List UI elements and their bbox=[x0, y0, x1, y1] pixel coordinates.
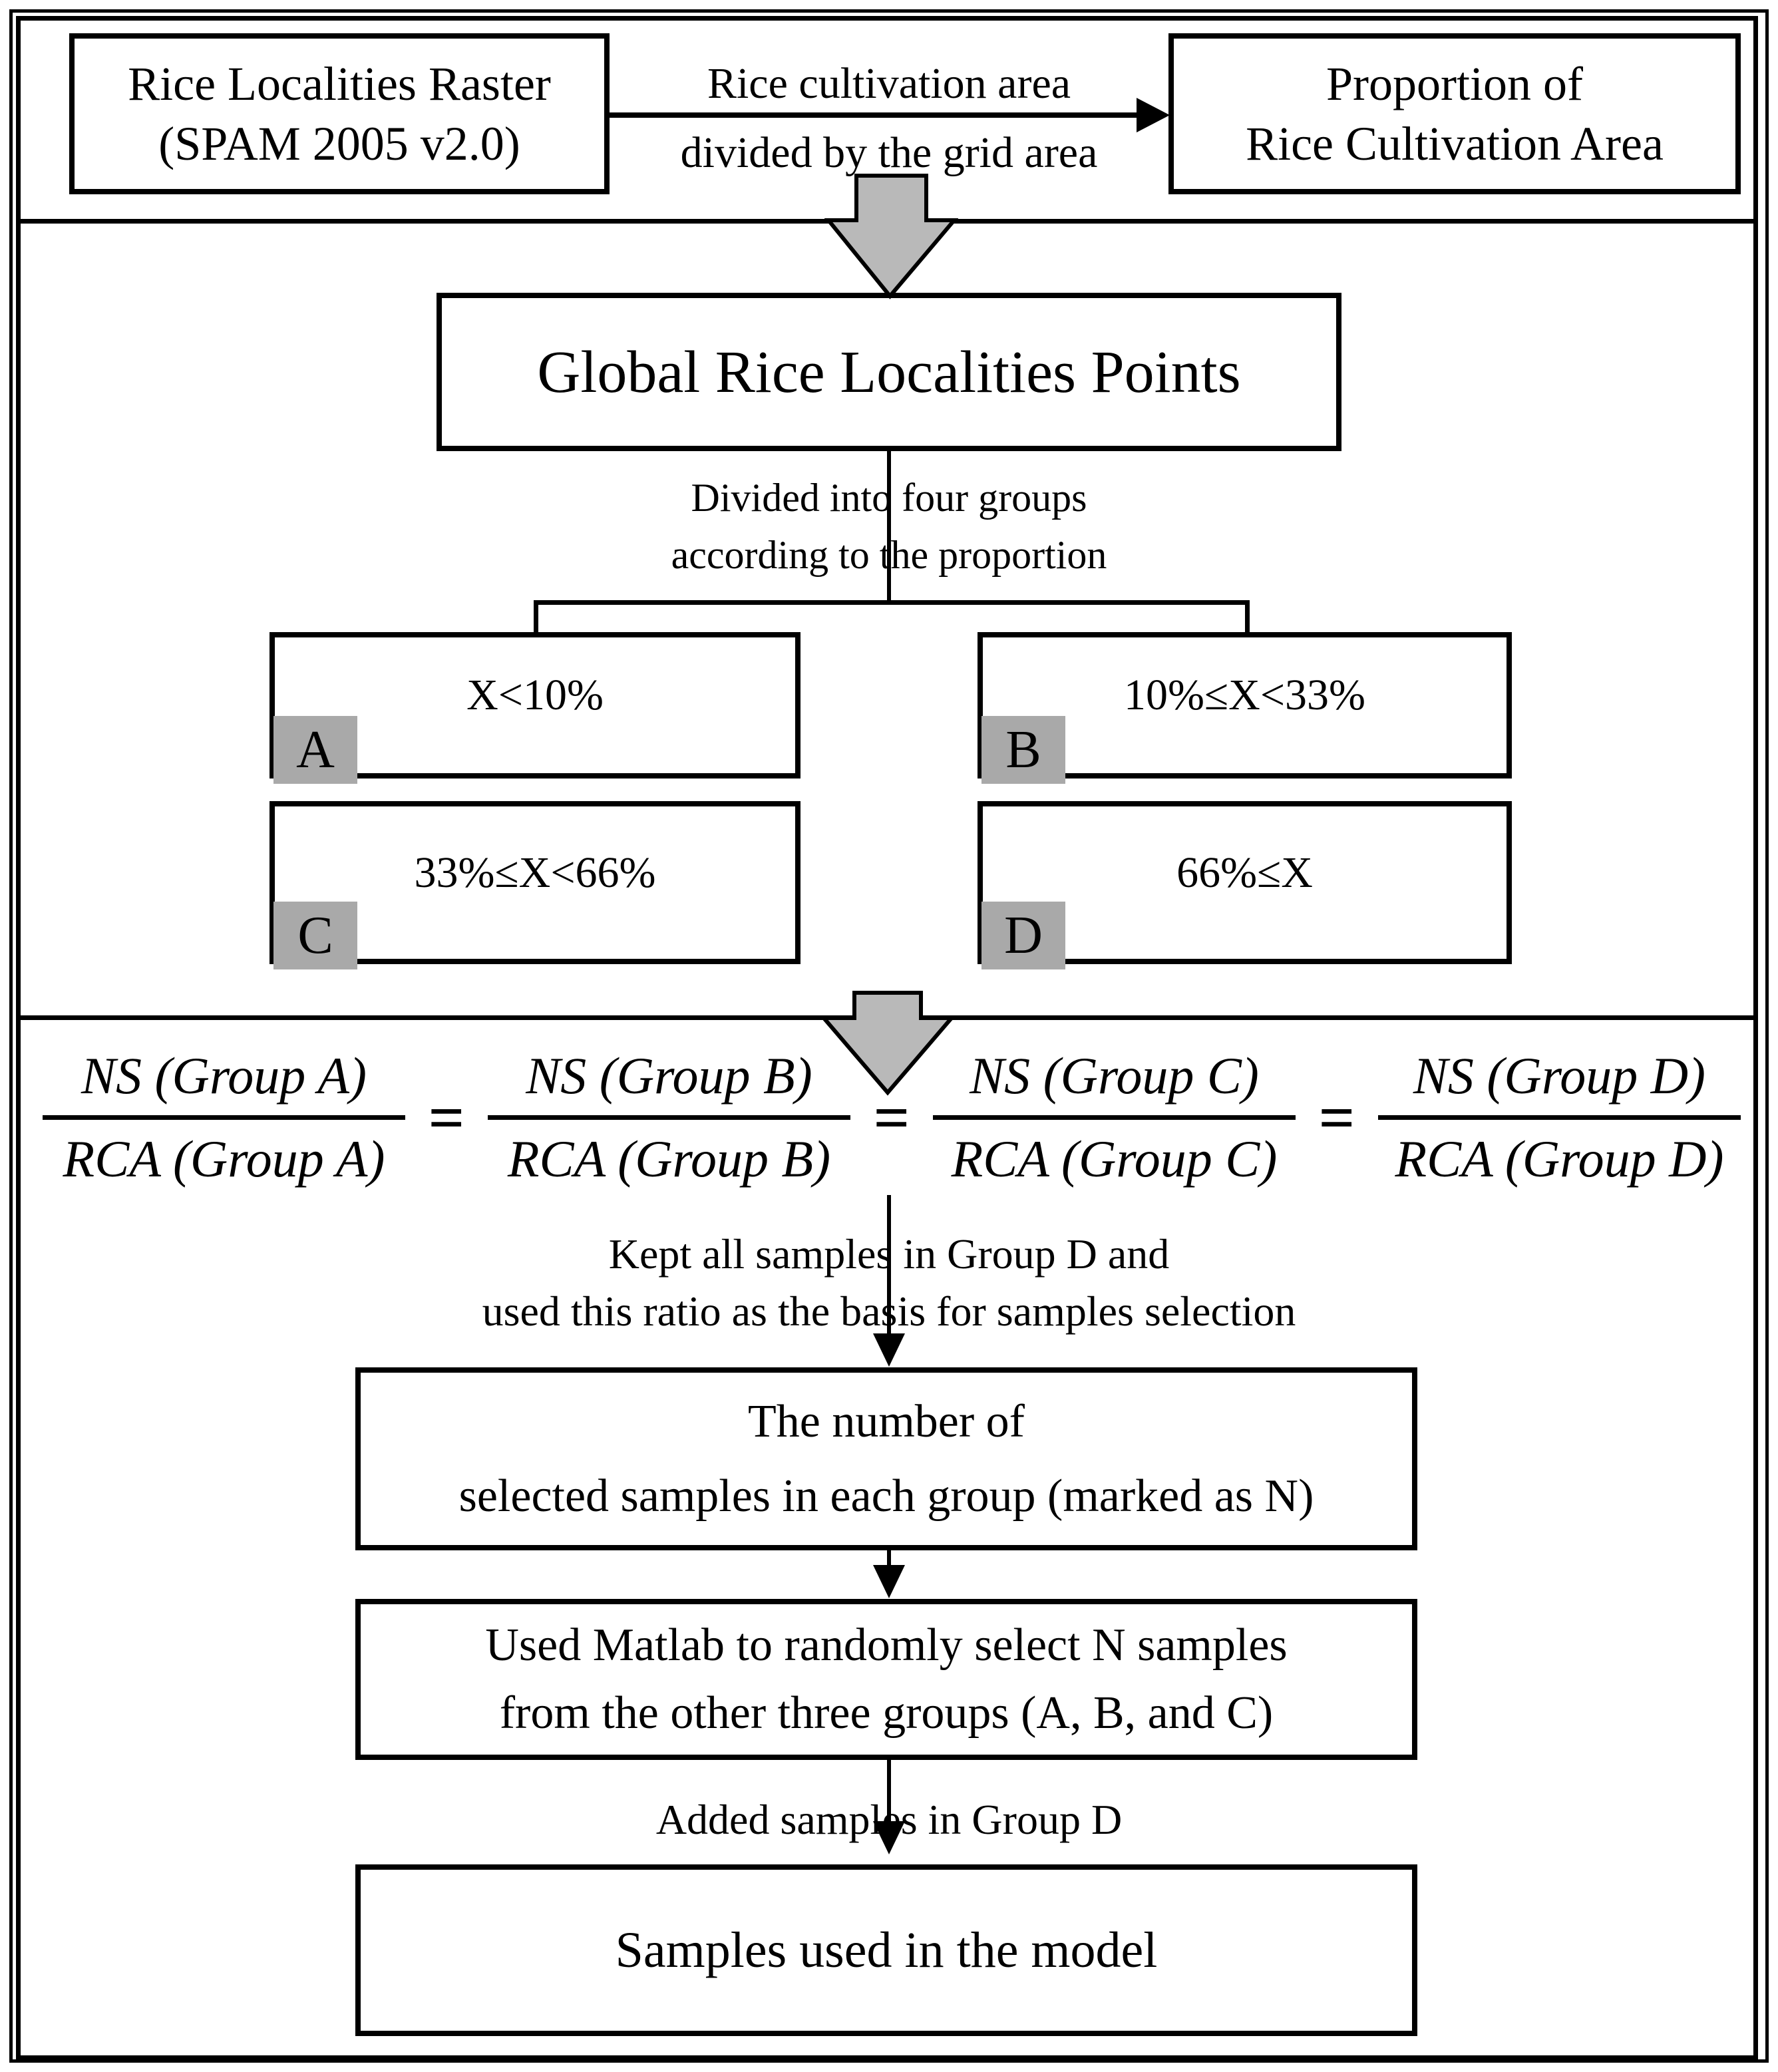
group-tag-d: D bbox=[981, 902, 1065, 969]
samples-box: Samples used in the model bbox=[355, 1864, 1417, 2036]
group-box-b: 10%≤X<33% B bbox=[978, 632, 1512, 784]
group-tag-a: A bbox=[273, 716, 357, 784]
global-box: Global Rice Localities Points bbox=[437, 293, 1341, 451]
group-condition-b: 10%≤X<33% bbox=[1123, 671, 1366, 719]
equals-sign: = bbox=[1318, 1081, 1355, 1153]
group-tag-c: C bbox=[273, 902, 357, 969]
group-box-c: 33%≤X<66% C bbox=[269, 801, 800, 969]
equals-sign: = bbox=[428, 1081, 465, 1153]
divided-label-line2: according to the proportion bbox=[671, 533, 1107, 577]
matlab-box: Used Matlab to randomly select N samples… bbox=[355, 1599, 1417, 1760]
proportion-box: Proportion of Rice Cultivation Area bbox=[1168, 33, 1741, 194]
ratio-equation: NS (Group A) RCA (Group A) = NS (Group B… bbox=[43, 1042, 1741, 1193]
branch-stub-left bbox=[534, 600, 538, 635]
fraction-group-d: NS (Group D) RCA (Group D) bbox=[1377, 1042, 1741, 1193]
flow-connector-vertical bbox=[887, 1550, 891, 1569]
matlab-box-line2: from the other three groups (A, B, and C… bbox=[499, 1687, 1274, 1739]
group-condition-a: X<10% bbox=[466, 671, 604, 719]
fraction-group-b: NS (Group B) RCA (Group B) bbox=[487, 1042, 850, 1193]
fraction-bar bbox=[43, 1115, 405, 1120]
arrow-label-bottom: divided by the grid area bbox=[680, 128, 1098, 177]
added-label: Added samples in Group D bbox=[655, 1796, 1123, 1843]
group-condition-d: 66%≤X bbox=[1176, 848, 1313, 897]
equals-sign: = bbox=[873, 1081, 910, 1153]
branch-stub-right bbox=[1245, 600, 1250, 635]
fraction-b-denominator: RCA (Group B) bbox=[507, 1130, 831, 1188]
kept-label-line2: used this ratio as the basis for samples… bbox=[482, 1288, 1296, 1335]
number-box-line1: The number of bbox=[748, 1395, 1025, 1447]
group-tag-b: B bbox=[981, 716, 1065, 784]
down-arrowhead-icon bbox=[873, 1565, 905, 1598]
flow-connector-vertical bbox=[887, 1195, 891, 1336]
branch-horizontal-bar bbox=[534, 600, 1250, 605]
fraction-group-c: NS (Group C) RCA (Group C) bbox=[932, 1042, 1296, 1193]
fraction-bar bbox=[1377, 1115, 1741, 1120]
fraction-a-numerator: NS (Group A) bbox=[81, 1047, 367, 1105]
outer-border bbox=[9, 9, 1769, 2063]
proportion-box-line2: Rice Cultivation Area bbox=[1246, 117, 1664, 170]
matlab-box-line1: Used Matlab to randomly select N samples bbox=[485, 1620, 1288, 1671]
right-arrowhead-icon bbox=[1137, 98, 1170, 132]
fraction-c-denominator: RCA (Group C) bbox=[951, 1130, 1278, 1188]
kept-label-line1: Kept all samples in Group D and bbox=[608, 1230, 1170, 1278]
global-box-label: Global Rice Localities Points bbox=[537, 339, 1241, 405]
fraction-bar bbox=[487, 1115, 850, 1120]
group-condition-c: 33%≤X<66% bbox=[414, 848, 656, 897]
group-box-d: 66%≤X D bbox=[978, 801, 1512, 969]
fraction-d-numerator: NS (Group D) bbox=[1413, 1047, 1705, 1105]
arrow-label-top: Rice cultivation area bbox=[707, 59, 1071, 108]
number-box: The number of selected samples in each g… bbox=[355, 1367, 1417, 1550]
flow-connector-vertical bbox=[887, 1760, 891, 1824]
branch-vertical-line bbox=[887, 450, 891, 604]
fraction-bar bbox=[932, 1115, 1296, 1120]
fat-down-arrow-icon bbox=[820, 991, 956, 1096]
fat-down-arrow-icon bbox=[824, 174, 958, 299]
flow-connector-horizontal bbox=[610, 112, 1142, 118]
raster-box: Rice Localities Raster (SPAM 2005 v2.0) bbox=[69, 33, 610, 194]
group-box-a: X<10% A bbox=[269, 632, 800, 784]
raster-box-line2: (SPAM 2005 v2.0) bbox=[158, 117, 520, 170]
number-box-line2: selected samples in each group (marked a… bbox=[458, 1470, 1314, 1522]
down-arrowhead-icon bbox=[873, 1821, 905, 1854]
fraction-d-denominator: RCA (Group D) bbox=[1395, 1130, 1724, 1188]
proportion-box-line1: Proportion of bbox=[1326, 57, 1583, 110]
fraction-a-denominator: RCA (Group A) bbox=[63, 1130, 385, 1188]
down-arrowhead-icon bbox=[873, 1333, 905, 1367]
fraction-c-numerator: NS (Group C) bbox=[970, 1047, 1259, 1105]
raster-box-line1: Rice Localities Raster bbox=[128, 57, 551, 110]
samples-box-label: Samples used in the model bbox=[615, 1922, 1158, 1978]
fraction-b-numerator: NS (Group B) bbox=[526, 1047, 812, 1105]
fraction-group-a: NS (Group A) RCA (Group A) bbox=[43, 1042, 405, 1193]
divided-label-line1: Divided into four groups bbox=[691, 476, 1087, 520]
